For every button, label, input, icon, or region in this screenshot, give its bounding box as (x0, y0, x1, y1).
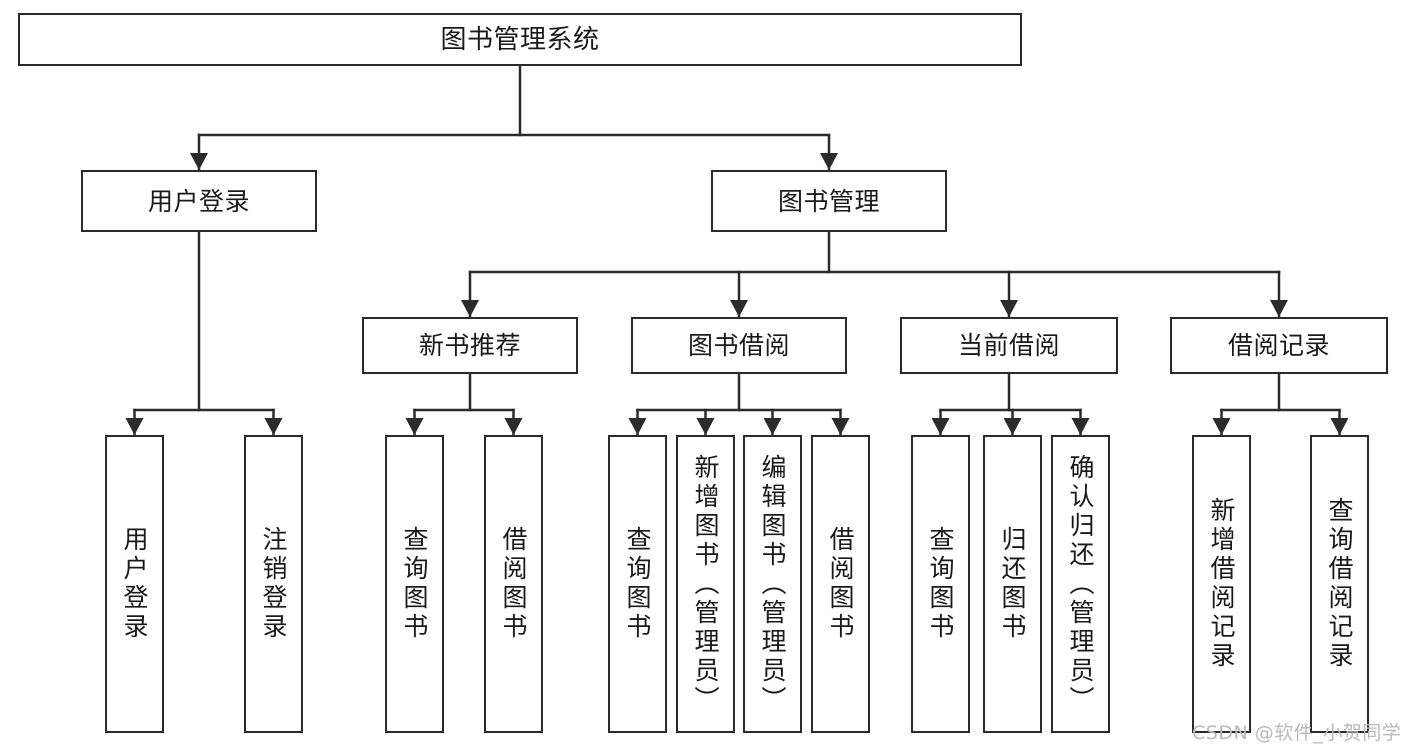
node-label: 借阅记录 (1227, 331, 1330, 360)
node-l2-b[interactable]: 图书管理 (711, 170, 947, 232)
node-label: 确认归还（管理员） (1066, 453, 1095, 715)
arrowhead-icon (405, 418, 424, 435)
node-label: 用户登录 (120, 526, 149, 642)
arrowhead-icon (1330, 418, 1349, 435)
arrowhead-icon (730, 300, 748, 317)
arrowhead-icon (820, 153, 838, 170)
node-l3-c[interactable]: 当前借阅 (900, 317, 1118, 374)
node-label: 查询借阅记录 (1325, 497, 1354, 671)
node-label: 借阅图书 (826, 526, 855, 642)
arrowhead-icon (763, 418, 782, 435)
node-l3-b[interactable]: 图书借阅 (631, 317, 847, 374)
node-leaf-12[interactable]: 新增借阅记录 (1192, 435, 1251, 733)
arrowhead-icon (504, 418, 523, 435)
arrowhead-icon (696, 418, 715, 435)
node-label: 新增图书（管理员） (691, 453, 720, 715)
node-leaf-11[interactable]: 确认归还（管理员） (1051, 435, 1110, 733)
node-label: 查询图书 (926, 526, 955, 642)
arrowhead-icon (190, 153, 208, 170)
node-l3-a[interactable]: 新书推荐 (362, 317, 578, 374)
watermark-label: CSDN @软件_小贺同学 (1192, 722, 1402, 744)
node-leaf-10[interactable]: 归还图书 (983, 435, 1042, 733)
node-label: 新增借阅记录 (1207, 497, 1236, 671)
arrowhead-icon (931, 418, 950, 435)
node-label: 新书推荐 (418, 331, 521, 360)
arrowhead-icon (264, 418, 283, 435)
node-l2-a[interactable]: 用户登录 (81, 170, 317, 232)
arrowhead-icon (1000, 300, 1018, 317)
node-label: 查询图书 (623, 526, 652, 642)
node-label: 图书借阅 (687, 331, 790, 360)
node-leaf-2[interactable]: 注销登录 (244, 435, 303, 733)
node-leaf-6[interactable]: 新增图书（管理员） (676, 435, 735, 733)
node-leaf-9[interactable]: 查询图书 (911, 435, 970, 733)
node-leaf-3[interactable]: 查询图书 (385, 435, 444, 733)
node-label: 借阅图书 (499, 526, 528, 642)
node-leaf-7[interactable]: 编辑图书（管理员） (743, 435, 802, 733)
node-label: 归还图书 (998, 526, 1027, 642)
node-label: 查询图书 (400, 526, 429, 642)
node-leaf-13[interactable]: 查询借阅记录 (1310, 435, 1369, 733)
arrowhead-icon (628, 418, 647, 435)
node-leaf-1[interactable]: 用户登录 (105, 435, 164, 733)
node-label: 编辑图书（管理员） (758, 453, 787, 715)
node-leaf-8[interactable]: 借阅图书 (811, 435, 870, 733)
node-root[interactable]: 图书管理系统 (18, 13, 1022, 66)
arrowhead-icon (1071, 418, 1090, 435)
arrowhead-icon (1212, 418, 1231, 435)
node-leaf-4[interactable]: 借阅图书 (484, 435, 543, 733)
arrowhead-icon (1270, 300, 1288, 317)
arrowhead-icon (125, 418, 144, 435)
arrowhead-icon (831, 418, 850, 435)
node-l3-d[interactable]: 借阅记录 (1170, 317, 1388, 374)
arrowhead-icon (461, 300, 479, 317)
node-label: 当前借阅 (957, 331, 1060, 360)
node-label: 图书管理系统 (440, 24, 600, 55)
node-label: 注销登录 (259, 526, 288, 642)
node-label: 图书管理 (777, 186, 880, 216)
node-label: 用户登录 (147, 186, 250, 216)
node-leaf-5[interactable]: 查询图书 (608, 435, 667, 733)
arrowhead-icon (1003, 418, 1022, 435)
